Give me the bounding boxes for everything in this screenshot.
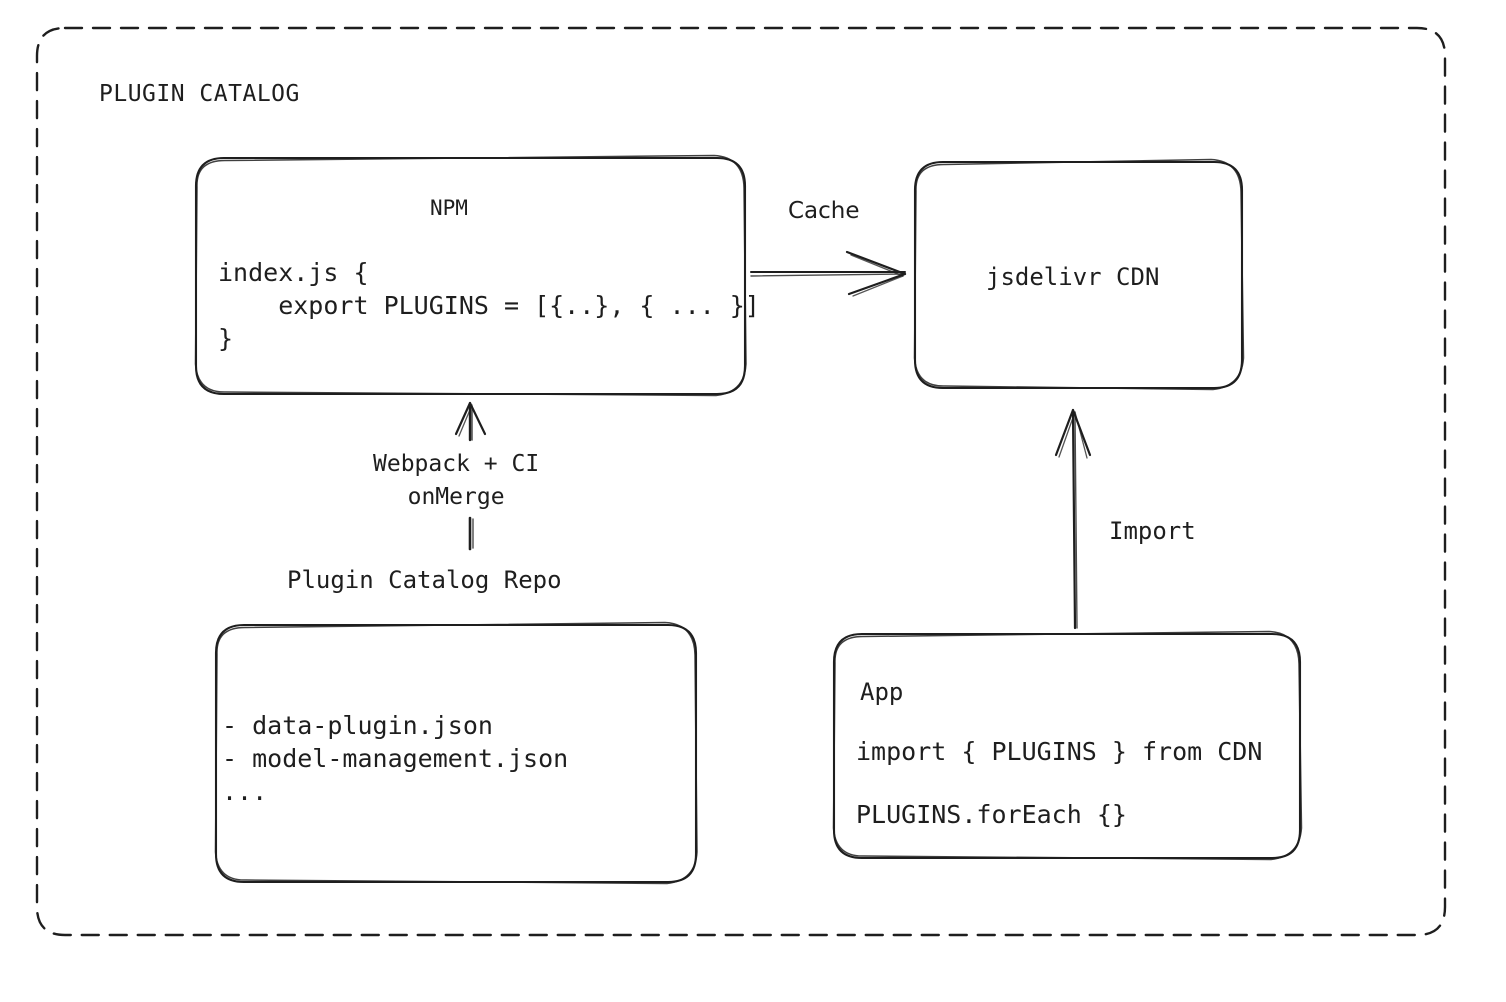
- npm-node-code: index.js { export PLUGINS = [{..}, { ...…: [218, 258, 760, 353]
- edge-npm-to-cdn: [750, 250, 907, 297]
- repo-node-caption: Plugin Catalog Repo: [287, 566, 562, 594]
- edge-label-cache: Cache: [788, 198, 860, 224]
- app-node-import-statement: import { PLUGINS } from CDN: [856, 737, 1263, 766]
- app-node-title: App: [860, 678, 904, 706]
- edge-app-to-cdn: [1054, 408, 1092, 630]
- cdn-node-title: jsdelivr CDN: [986, 263, 1160, 291]
- edge-label-import: Import: [1109, 517, 1196, 545]
- app-node-foreach-statement: PLUGINS.forEach {}: [856, 800, 1127, 829]
- edge-label-webpack-ci: Webpack + CI onMerge: [373, 451, 540, 510]
- npm-node-title: NPM: [430, 196, 468, 220]
- page-title: PLUGIN CATALOG: [99, 81, 300, 107]
- repo-node-file-list: - data-plugin.json - model-management.js…: [222, 711, 569, 806]
